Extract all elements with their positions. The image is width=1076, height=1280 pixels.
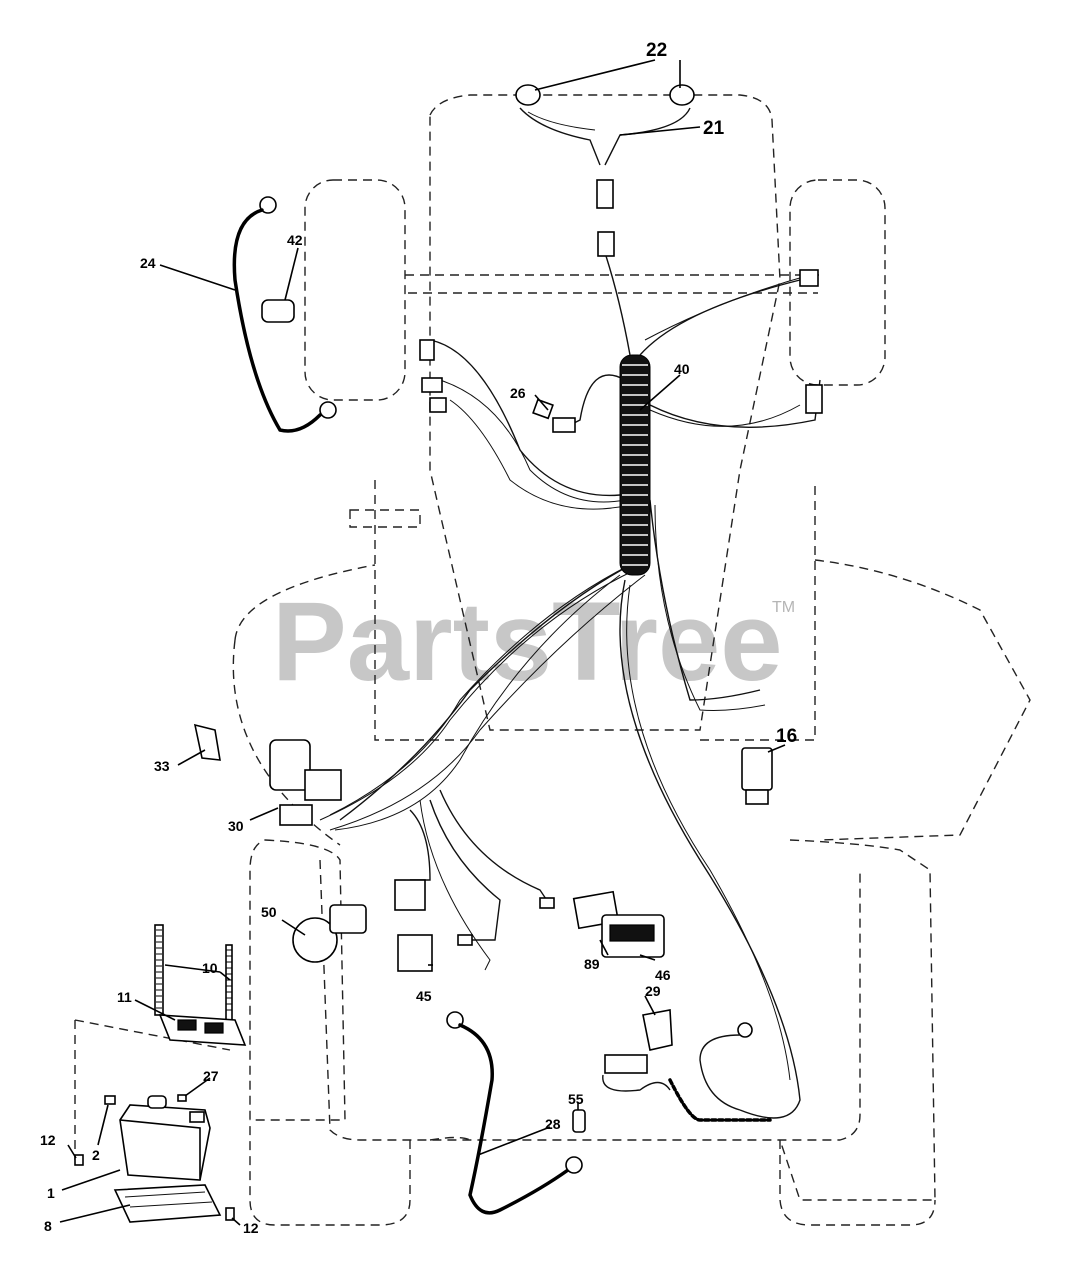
callout-42: 42 (287, 232, 303, 248)
callout-24: 24 (140, 255, 156, 271)
callout-27: 27 (203, 1068, 219, 1084)
battery-holder-11 (158, 1014, 247, 1046)
ignition-switch-30 (269, 739, 342, 826)
callout-26: 26 (510, 385, 526, 401)
callout-2: 2 (92, 1147, 100, 1163)
relay-16 (741, 747, 773, 805)
harness-conduit (619, 354, 651, 576)
ground-cable-24 (232, 196, 337, 433)
bracket-33 (193, 723, 221, 761)
watermark-text: PartsTree (272, 579, 783, 704)
module-89-46 (539, 890, 665, 958)
main-harness-wires (319, 255, 821, 1119)
callout-29: 29 (645, 983, 661, 999)
callout-8: 8 (44, 1218, 52, 1234)
battery-tray-8 (113, 1184, 222, 1223)
callout-22: 22 (646, 40, 667, 61)
callout-10: 10 (202, 960, 218, 976)
ground-cable-28 (446, 1011, 583, 1215)
hardware-2-12-27 (74, 1094, 235, 1221)
clip-42 (261, 299, 295, 323)
fuse-55 (572, 1109, 586, 1133)
callout-50: 50 (261, 904, 277, 920)
connector-26 (532, 398, 576, 433)
callout-11: 11 (117, 989, 132, 1005)
callout-16: 16 (776, 726, 797, 747)
tractor-outline (74, 94, 1031, 1226)
callout-55: 55 (568, 1091, 584, 1107)
clip-29 (642, 1009, 673, 1051)
callout-12-right: 12 (243, 1220, 259, 1236)
callout-46: 46 (655, 967, 671, 983)
headlight-harness (515, 84, 695, 257)
battery-1 (119, 1095, 211, 1181)
callout-1: 1 (47, 1185, 55, 1201)
callout-40: 40 (674, 361, 690, 377)
callout-12-left: 12 (40, 1132, 56, 1148)
callout-89: 89 (584, 956, 600, 972)
front-left-connectors (419, 269, 823, 414)
watermark-trademark: TM (772, 599, 795, 616)
coiled-cord (602, 1022, 772, 1122)
callout-30: 30 (228, 818, 244, 834)
callout-28: 28 (545, 1116, 561, 1132)
connector-block (394, 879, 473, 972)
callout-45: 45 (416, 988, 432, 1004)
callout-21: 21 (703, 118, 725, 139)
leader-lines (59, 59, 786, 1226)
callout-33: 33 (154, 758, 170, 774)
seat-switch-50 (292, 904, 367, 963)
callout-labels: 22 21 24 42 26 40 16 33 30 50 10 11 45 8… (40, 40, 797, 1236)
